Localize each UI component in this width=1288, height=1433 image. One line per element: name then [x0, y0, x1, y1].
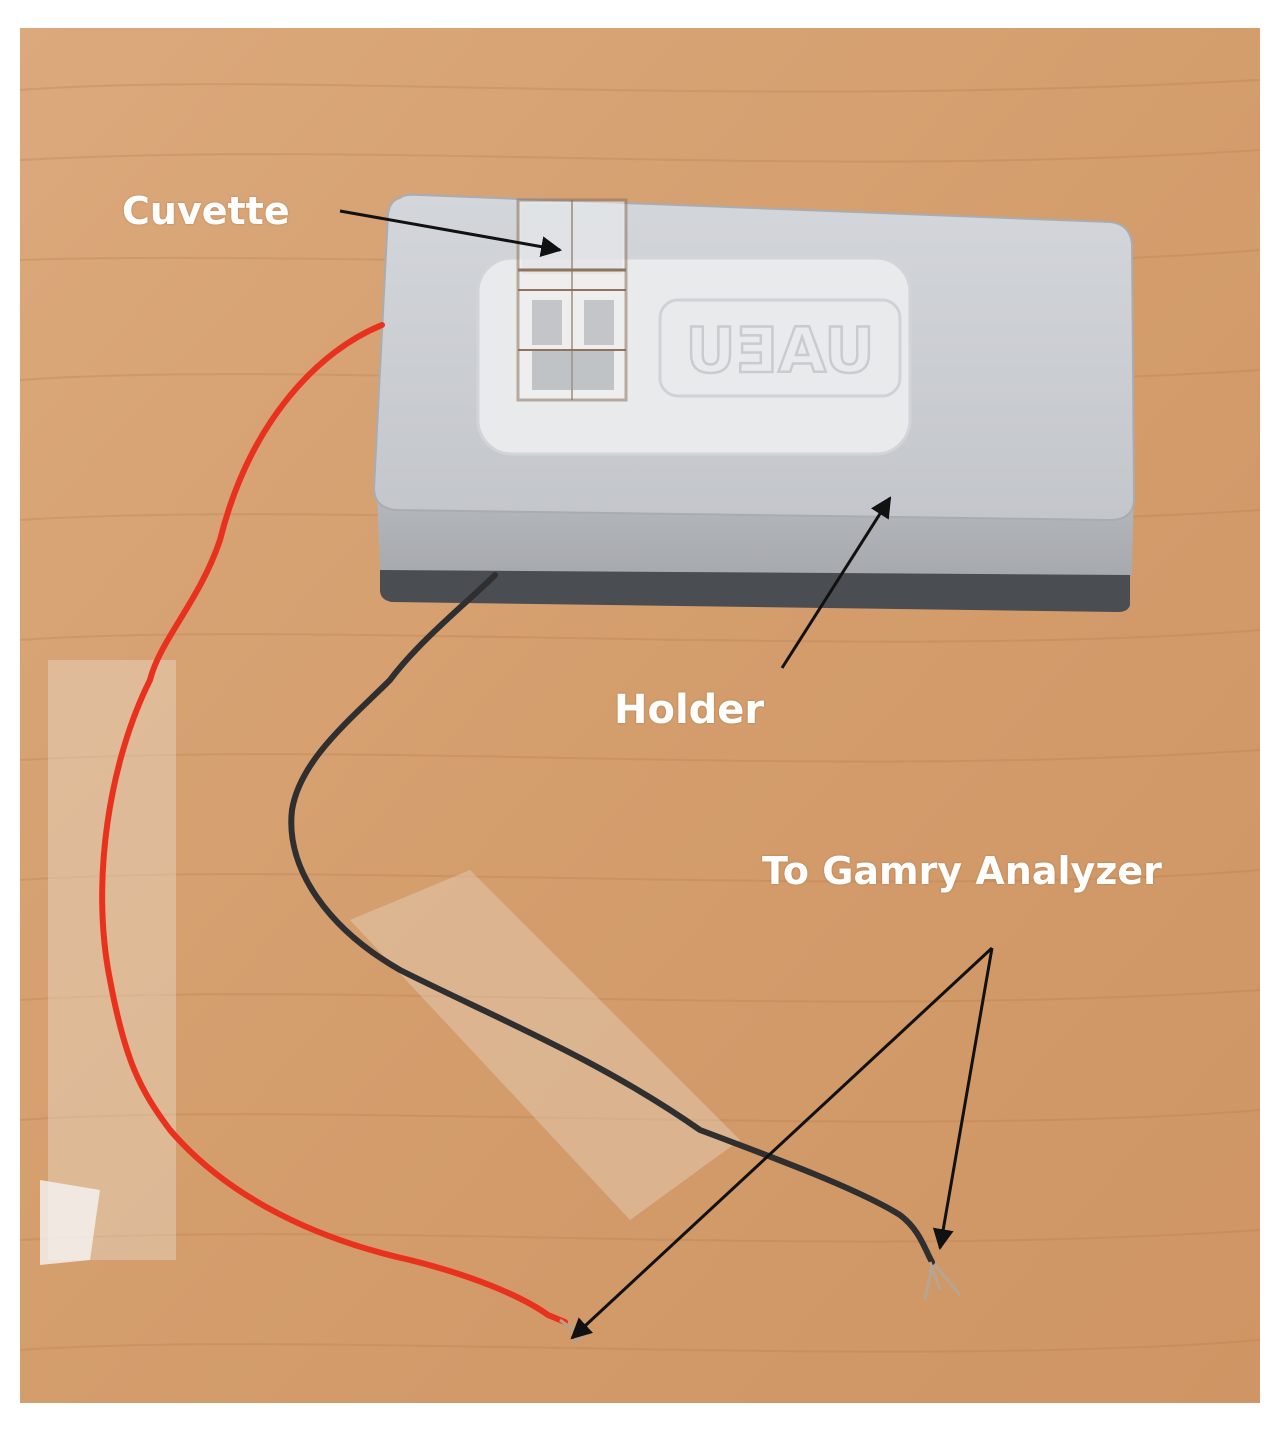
gamry-arrow-right — [932, 947, 994, 1251]
red-wire — [99, 322, 568, 1325]
cuvette-label: Cuvette — [122, 189, 290, 233]
annotation-arrows — [339, 209, 994, 1340]
cuvette-arrow — [339, 209, 563, 258]
tape-strip-left — [48, 660, 176, 1260]
tape-glare — [40, 1180, 100, 1265]
black-wire — [288, 572, 935, 1265]
holder-arrow — [780, 496, 892, 669]
cuvette — [516, 198, 628, 402]
black-wire-tip — [923, 1261, 962, 1301]
tape-strip-center — [350, 870, 740, 1220]
holder-label: Holder — [614, 687, 765, 733]
gamry-arrow-left — [570, 946, 994, 1340]
device-logo-text: UAEU — [685, 314, 874, 387]
gamry-analyzer-label: To Gamry Analyzer — [762, 849, 1162, 893]
